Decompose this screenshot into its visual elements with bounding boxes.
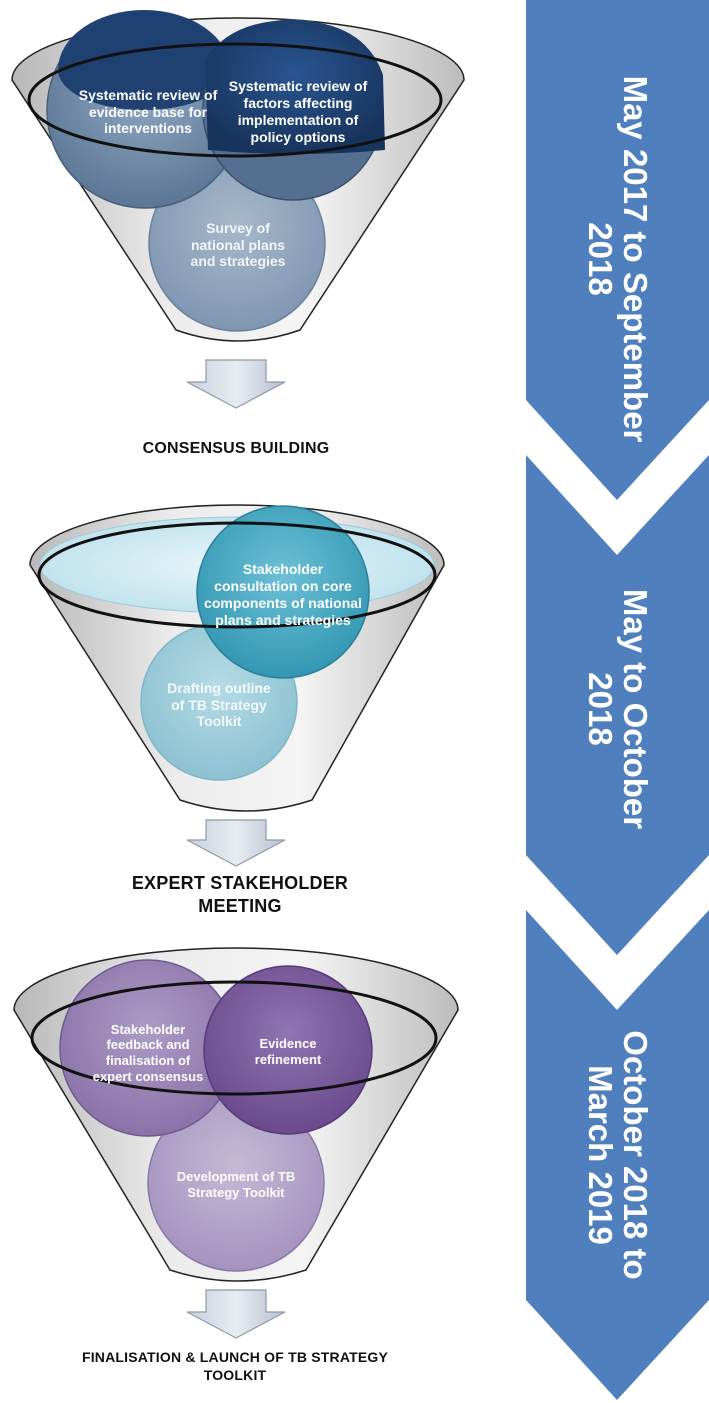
timeline-period-2: May to October 2018 [582,588,654,830]
bubble-text-drafting-outline: Drafting outline of TB Strategy Toolkit [167,679,271,730]
arrow-down-2-icon [186,819,286,867]
arrow-down-3-icon [186,1289,286,1339]
funnel-stage-3 [13,947,459,1282]
chevron-period-2 [526,455,709,955]
chevron-period-3 [526,910,709,1400]
funnel-stage-1 [11,10,465,342]
bubble-text-development-toolkit: Development of TB Strategy Toolkit [176,1169,296,1200]
timeline-period-1: May 2017 to September 2018 [582,75,654,443]
bubble-text-implementation-review: Systematic review of factors affecting i… [228,78,368,145]
arrow-down-1-icon [186,359,286,409]
chevron-period-1 [526,0,709,500]
bubble-evidence-refinement [203,965,373,1135]
timeline-period-3: October 2018 to March 2019 [582,1030,654,1280]
bubble-text-stakeholder-feedback: Stakeholder feedback and finalisation of… [92,1021,204,1084]
bubble-text-evidence-refinement: Evidence refinement [254,1036,322,1067]
bubble-stakeholder-consultation [196,505,370,679]
bubble-text-survey: Survey of national plans and strategies [190,219,286,270]
bubble-text-stakeholder-consultation: Stakeholder consultation on core compone… [204,561,362,628]
stage-1-label: CONSENSUS BUILDING [142,440,330,457]
stage-2-label: EXPERT STAKEHOLDER MEETING [131,873,349,917]
stage-3-label: FINALISATION & LAUNCH OF TB STRATEGY TOO… [81,1349,389,1384]
funnel-stage-2 [29,504,445,812]
timeline-chevrons [526,0,709,1400]
bubble-text-evidence-review: Systematic review of evidence base for i… [78,86,218,137]
